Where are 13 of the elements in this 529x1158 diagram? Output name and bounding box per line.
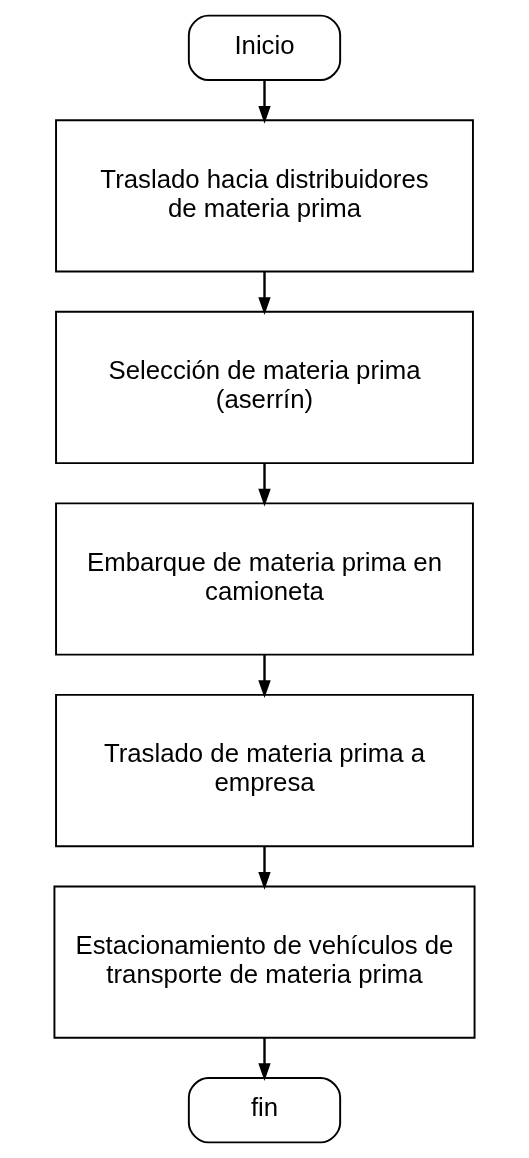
arrow — [258, 80, 271, 124]
arrow — [258, 1037, 271, 1081]
node-box: Estacionamiento de vehículos de transporte de materia prima — [53, 885, 476, 1039]
node-box: Embarque de materia prima en camioneta — [55, 502, 474, 656]
arrow — [258, 846, 271, 890]
node-box: Traslado de materia prima a empresa — [55, 693, 474, 848]
node-box: Traslado hacia distribuidores de materia prima — [55, 119, 474, 273]
node-box: fin — [187, 1077, 342, 1144]
arrow — [258, 463, 271, 507]
node-box: Inicio — [187, 14, 342, 81]
arrow — [258, 271, 271, 315]
node-box: Selección de materia prima (aserrín) — [55, 310, 474, 465]
arrow — [258, 655, 271, 699]
